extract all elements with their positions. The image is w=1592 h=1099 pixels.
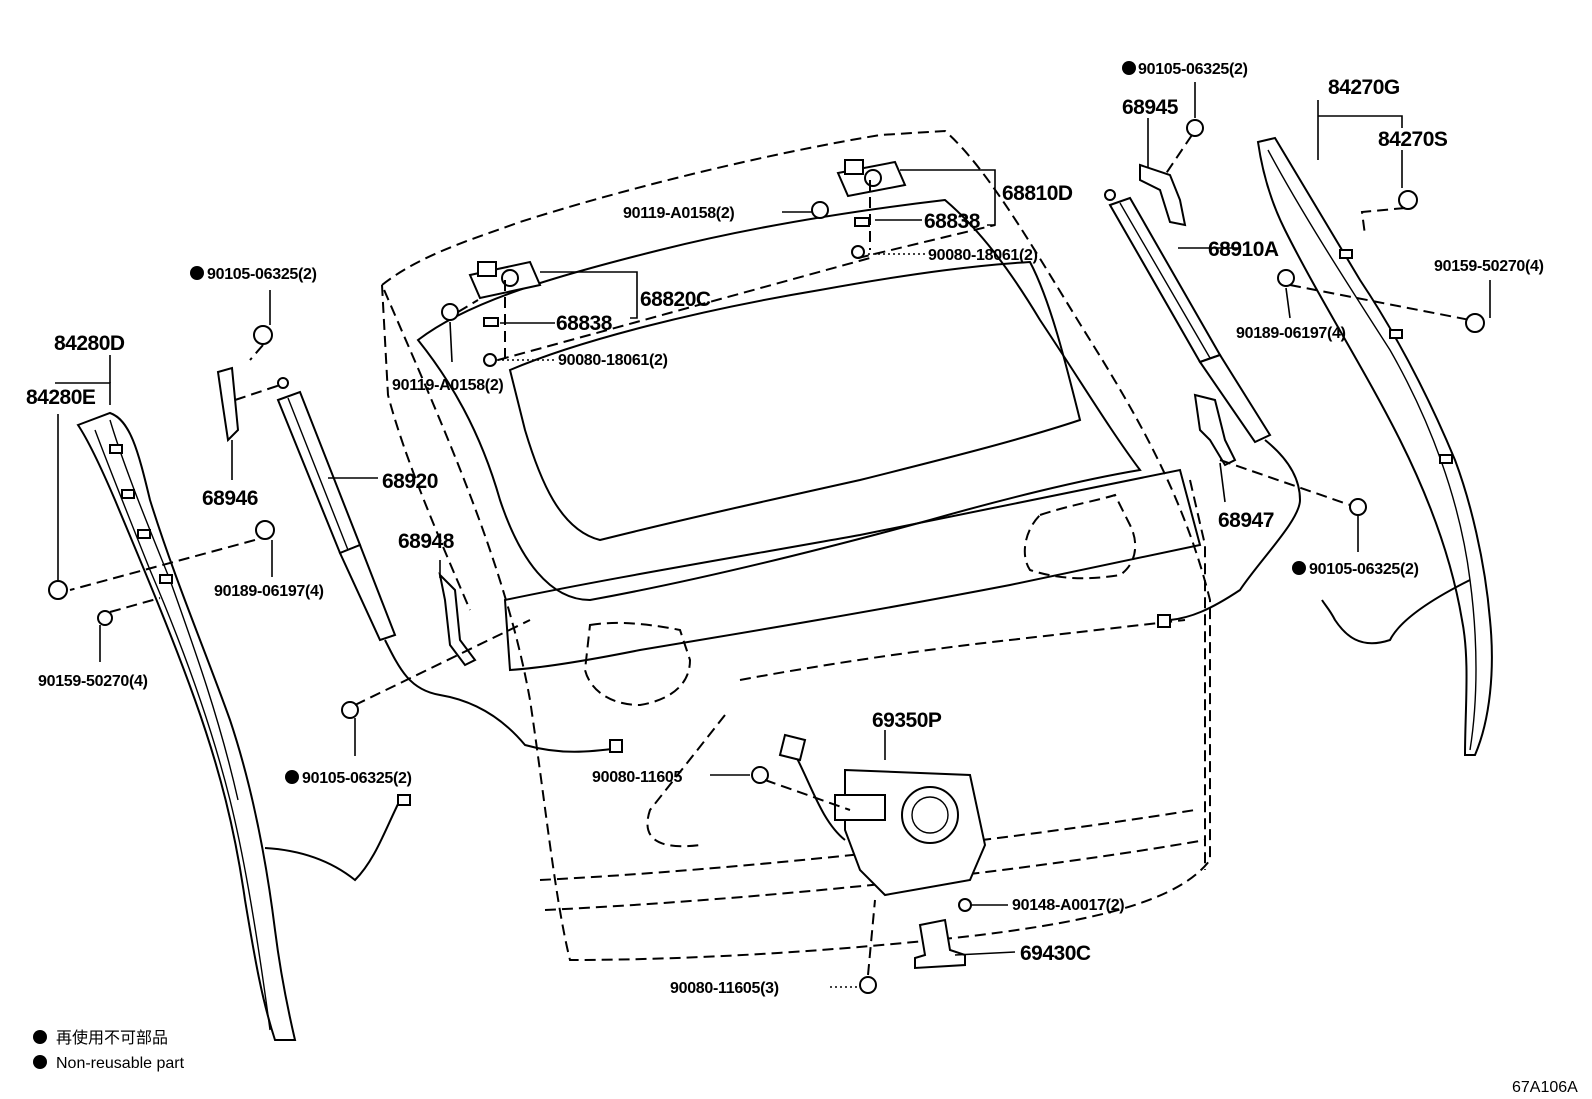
label-90159-left: 90159-50270(4) bbox=[38, 673, 148, 690]
label-68838-upper: 68838 bbox=[924, 210, 981, 233]
label-90105-top-right: 90105-06325(2) bbox=[1138, 61, 1248, 78]
assembly-lines bbox=[69, 134, 1471, 976]
label-68910A: 68910A bbox=[1208, 238, 1279, 261]
label-68947: 68947 bbox=[1218, 509, 1274, 532]
legend-dot bbox=[33, 1030, 47, 1044]
label-69350P: 69350P bbox=[872, 709, 942, 732]
label-68946: 68946 bbox=[202, 487, 258, 510]
label-68820C: 68820C bbox=[640, 288, 711, 311]
left-trim-84280 bbox=[76, 411, 411, 1041]
label-90148: 90148-A0017(2) bbox=[1012, 897, 1124, 914]
left-gas-strut-68920 bbox=[276, 377, 623, 753]
label-90080-18061-lower: 90080-18061(2) bbox=[558, 352, 668, 369]
label-90189-right: 90189-06197(4) bbox=[1236, 325, 1346, 342]
nonreusable-dot bbox=[285, 770, 299, 784]
label-90080-11605: 90080-11605 bbox=[592, 769, 683, 786]
bracket-68948 bbox=[438, 571, 477, 667]
bracket-69430C bbox=[914, 918, 966, 970]
fasteners bbox=[48, 119, 1485, 994]
nonreusable-dot bbox=[190, 266, 204, 280]
label-90105-right-mid: 90105-06325(2) bbox=[1309, 561, 1419, 578]
label-90159-right: 90159-50270(4) bbox=[1434, 258, 1544, 275]
part-labels: 90105-06325(2) 84270G 68945 84270S 68810… bbox=[26, 61, 1544, 997]
label-68838-lower: 68838 bbox=[556, 312, 613, 335]
label-90080-18061-upper: 90080-18061(2) bbox=[928, 247, 1038, 264]
label-90105-left-bottom: 90105-06325(2) bbox=[302, 770, 412, 787]
back-door-outline bbox=[380, 129, 1211, 962]
label-90119-lower: 90119-A0158(2) bbox=[392, 377, 503, 394]
nonreusable-dot bbox=[1122, 61, 1136, 75]
label-84270S: 84270S bbox=[1378, 128, 1448, 151]
nonreusable-dot bbox=[1292, 561, 1306, 575]
legend: 再使用不可部品 Non-reusable part bbox=[56, 1029, 185, 1072]
label-84270G: 84270G bbox=[1328, 76, 1400, 99]
label-90119-upper: 90119-A0158(2) bbox=[623, 205, 734, 222]
right-trim-84270 bbox=[1256, 136, 1493, 756]
hinge-68810D bbox=[836, 159, 907, 198]
label-69430C: 69430C bbox=[1020, 942, 1091, 965]
label-68945: 68945 bbox=[1122, 96, 1179, 119]
label-68948: 68948 bbox=[398, 530, 455, 553]
label-84280E: 84280E bbox=[26, 386, 96, 409]
legend-dot bbox=[33, 1055, 47, 1069]
label-90189-left: 90189-06197(4) bbox=[214, 583, 324, 600]
bracket-68946 bbox=[216, 366, 240, 443]
legend-english: Non-reusable part bbox=[56, 1055, 185, 1072]
label-68810D: 68810D bbox=[1002, 182, 1073, 205]
bracket-68945 bbox=[1139, 163, 1187, 227]
label-90080-11605-3: 90080-11605(3) bbox=[670, 980, 779, 997]
label-68920: 68920 bbox=[382, 470, 438, 493]
label-90105-left-top: 90105-06325(2) bbox=[207, 266, 317, 283]
leader-lines bbox=[55, 82, 1491, 988]
motor-69350P bbox=[778, 733, 987, 897]
right-gas-strut-68910A bbox=[1104, 189, 1302, 628]
figure-id: 67A106A bbox=[1512, 1079, 1578, 1096]
nonreusable-markers bbox=[33, 61, 1306, 1069]
label-84280D: 84280D bbox=[54, 332, 125, 355]
legend-japanese: 再使用不可部品 bbox=[56, 1029, 168, 1047]
